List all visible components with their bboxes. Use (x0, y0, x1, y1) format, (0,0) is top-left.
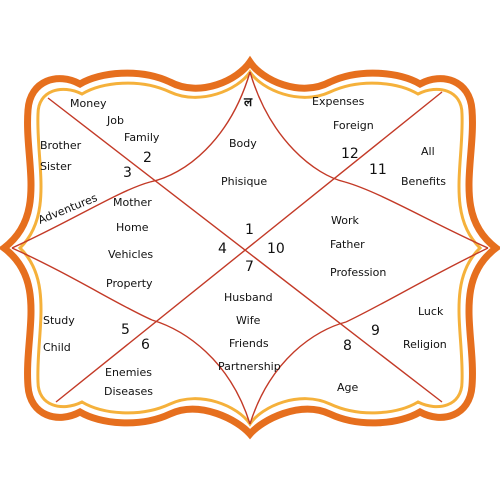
curve-bottom-right (249, 321, 347, 425)
house-12-line-2: Foreign (333, 119, 374, 132)
house-7-number: 7 (245, 259, 254, 275)
house-12-number: 12 (341, 146, 359, 162)
house-5-line-1: Study (43, 314, 75, 327)
house-11-number: 11 (369, 162, 387, 178)
house-3-line-1: Brother (40, 139, 82, 152)
house-9-line-2: Religion (403, 338, 447, 351)
house-2: Money Job Family 2 (70, 97, 160, 166)
house-1-line-2: Phisique (221, 175, 267, 188)
house-8: 8 Age (337, 338, 359, 394)
house-10: 10 Work Father Profession (267, 214, 386, 279)
diagonal-line-2 (55, 91, 443, 403)
house-6-number: 6 (141, 337, 150, 353)
house-2-line-1: Money (70, 97, 107, 110)
house-4-line-3: Vehicles (108, 248, 153, 261)
house-4-line-1: Mother (113, 196, 152, 209)
house-4-line-2: Home (116, 221, 149, 234)
house-3-line-2: Sister (40, 160, 72, 173)
house-1-number: 1 (245, 222, 254, 238)
house-10-line-1: Work (331, 214, 359, 227)
house-9-line-1: Luck (418, 305, 444, 318)
house-2-line-3: Family (124, 131, 160, 144)
house-8-line-1: Age (337, 381, 359, 394)
house-11-line-2: Benefits (401, 175, 446, 188)
house-4-line-4: Property (106, 277, 153, 290)
house-7: 7 Husband Wife Friends Partnership (218, 259, 281, 373)
house-2-line-2: Job (106, 114, 124, 127)
chart-frame (0, 55, 500, 440)
house-6-line-2: Diseases (104, 385, 153, 398)
house-7-line-1: Husband (224, 291, 273, 304)
house-7-line-3: Friends (229, 337, 269, 350)
house-5-line-2: Child (43, 341, 71, 354)
house-6: Enemies Diseases 6 (104, 337, 153, 398)
house-11: 11 All Benefits (369, 145, 446, 188)
house-9-number: 9 (371, 323, 380, 339)
house-6-line-1: Enemies (105, 366, 152, 379)
house-1: Body Phisique 1 (221, 137, 267, 238)
curve-right-bottom (345, 247, 489, 323)
house-4-number: 4 (218, 241, 227, 257)
curve-left-top (11, 181, 151, 249)
house-7-line-2: Wife (236, 314, 261, 327)
house-11-line-1: All (421, 145, 435, 158)
house-5-number: 5 (121, 322, 130, 338)
house-8-number: 8 (343, 338, 352, 354)
curve-top-left (149, 71, 251, 183)
frame-outer-border (0, 55, 500, 440)
house-10-line-3: Profession (330, 266, 386, 279)
house-4: Mother Home Vehicles Property 4 (106, 196, 227, 290)
house-3-number: 3 (123, 165, 132, 181)
house-10-number: 10 (267, 241, 285, 257)
house-12-line-1: Expenses (312, 95, 365, 108)
house-7-line-4: Partnership (218, 360, 281, 373)
house-2-number: 2 (143, 150, 152, 166)
house-10-line-2: Father (330, 238, 365, 251)
curve-bottom-left (151, 319, 251, 425)
curve-left-bottom (11, 247, 153, 321)
house-5: Study Child 5 (43, 314, 130, 354)
chart-lines (11, 71, 489, 425)
house-9: 9 Luck Religion (371, 305, 447, 351)
curve-right-top (344, 181, 489, 249)
house-12: Expenses Foreign 12 (312, 95, 374, 162)
curve-top-right (249, 71, 346, 183)
top-symbol: ल (243, 95, 253, 109)
house-1-line-1: Body (229, 137, 257, 150)
